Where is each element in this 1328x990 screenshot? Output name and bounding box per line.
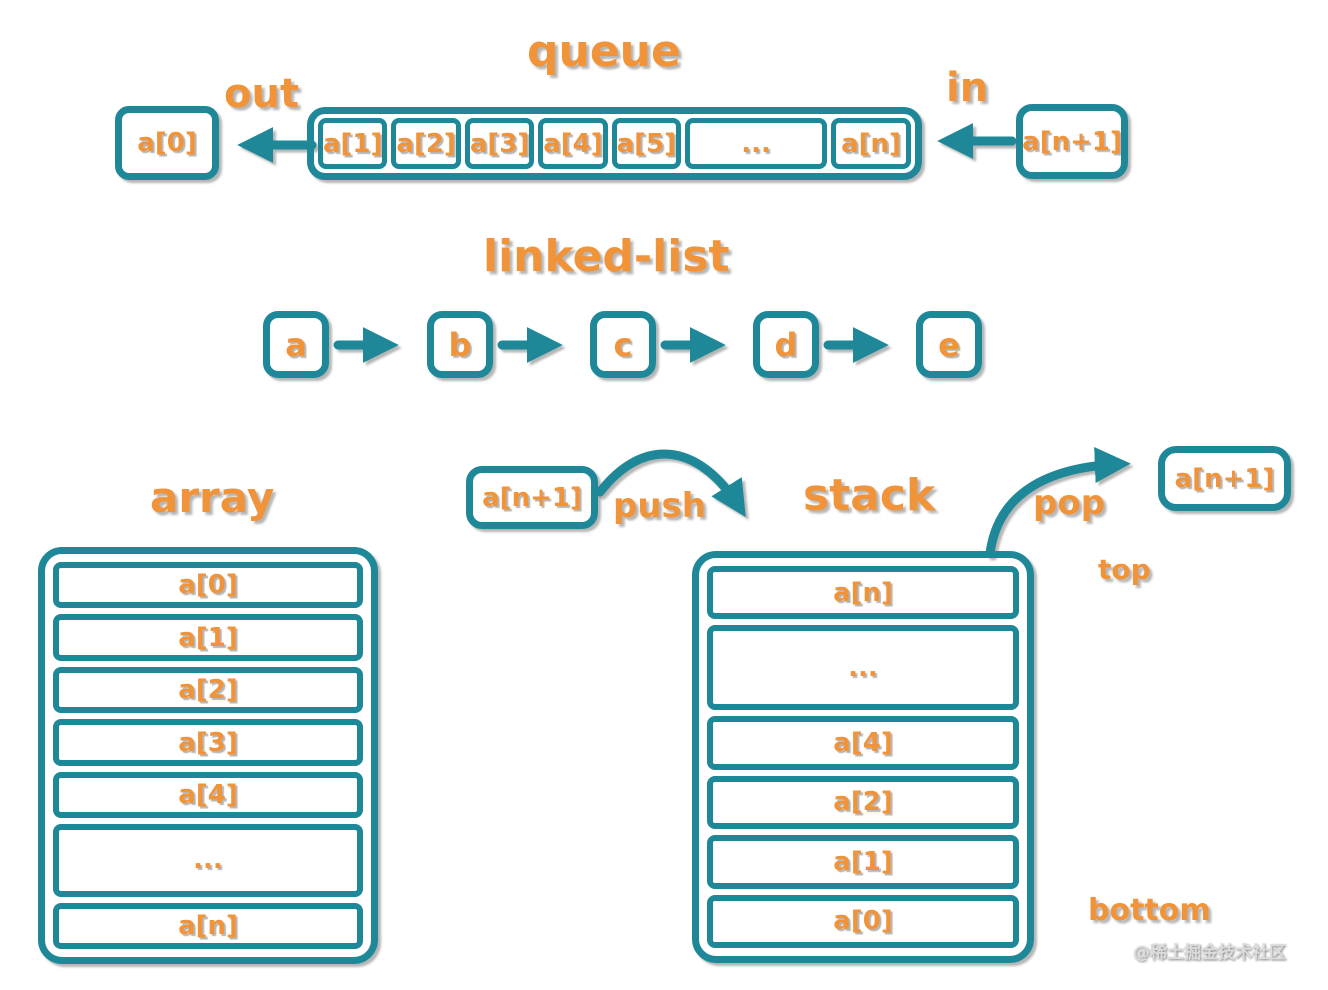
stack-row: a[1]	[707, 835, 1019, 889]
stack-top-label: top	[1098, 553, 1151, 586]
linked-list-title: linked-list	[483, 231, 730, 282]
queue-cell: a[n]	[831, 118, 911, 169]
queue-cell: a[3]	[464, 118, 535, 169]
enqueue-arrow-icon	[937, 123, 1017, 159]
array-row-ellipsis: ...	[53, 824, 363, 897]
queue-out-label: out	[224, 71, 300, 117]
queue-cell: a[1]	[318, 118, 388, 169]
stack-title: stack	[803, 470, 936, 521]
linked-list-arrow-icon	[497, 327, 563, 363]
queue-dequeued-label: a[0]	[137, 128, 197, 158]
array-title: array	[150, 473, 275, 522]
array-row: a[3]	[53, 719, 363, 766]
stack-push-value-label: a[n+1]	[482, 482, 582, 513]
stack-container: a[n] ... a[4] a[2] a[1] a[0]	[692, 551, 1034, 963]
stack-row-ellipsis: ...	[707, 625, 1019, 711]
array-row: a[4]	[53, 771, 363, 819]
queue-cell: a[2]	[391, 118, 461, 169]
stack-row: a[4]	[707, 716, 1019, 770]
linked-list-arrow-icon	[660, 327, 726, 363]
stack-pop-value-label: a[n+1]	[1174, 463, 1275, 494]
queue-in-label: in	[946, 65, 989, 111]
node-label: a	[285, 325, 307, 364]
node-label: e	[938, 325, 960, 364]
array-row: a[1]	[53, 614, 363, 661]
queue-cell-ellipsis: ...	[685, 118, 827, 169]
stack-row: a[2]	[707, 775, 1019, 830]
queue-cell: a[4]	[538, 118, 608, 169]
queue-cell: a[5]	[611, 118, 682, 169]
dequeue-arrow-icon	[237, 127, 317, 163]
queue-enqueue-label: a[n+1]	[1022, 126, 1122, 157]
linked-list-node: b	[427, 311, 493, 378]
stack-push-value-box: a[n+1]	[466, 466, 598, 529]
node-label: d	[774, 325, 798, 364]
queue-title: queue	[527, 26, 681, 77]
queue-strip: a[1] a[2] a[3] a[4] a[5] ... a[n]	[307, 107, 922, 180]
linked-list-arrow-icon	[823, 327, 889, 363]
queue-dequeued-box: a[0]	[115, 106, 219, 180]
linked-list-node: c	[590, 311, 656, 378]
linked-list-node: a	[263, 311, 329, 378]
array-row: a[0]	[53, 562, 363, 609]
linked-list-arrow-icon	[333, 327, 399, 363]
array-container: a[0] a[1] a[2] a[3] a[4] ... a[n]	[38, 547, 378, 964]
stack-push-label: push	[613, 486, 706, 526]
watermark: @稀土掘金技术社区	[1133, 943, 1286, 963]
linked-list-node: d	[753, 311, 819, 378]
pop-arrow-icon	[985, 447, 1131, 558]
queue-enqueue-box: a[n+1]	[1016, 104, 1128, 179]
stack-bottom-label: bottom	[1088, 893, 1211, 928]
stack-pop-value-box: a[n+1]	[1158, 446, 1291, 511]
stack-pop-label: pop	[1033, 483, 1106, 523]
array-row: a[2]	[53, 666, 363, 714]
linked-list-node: e	[916, 311, 982, 378]
stack-row: a[0]	[707, 894, 1019, 949]
node-label: b	[448, 325, 472, 364]
node-label: c	[613, 325, 633, 364]
push-arrow-icon	[595, 449, 746, 518]
array-row: a[n]	[53, 902, 363, 950]
stack-row: a[n]	[707, 566, 1019, 620]
